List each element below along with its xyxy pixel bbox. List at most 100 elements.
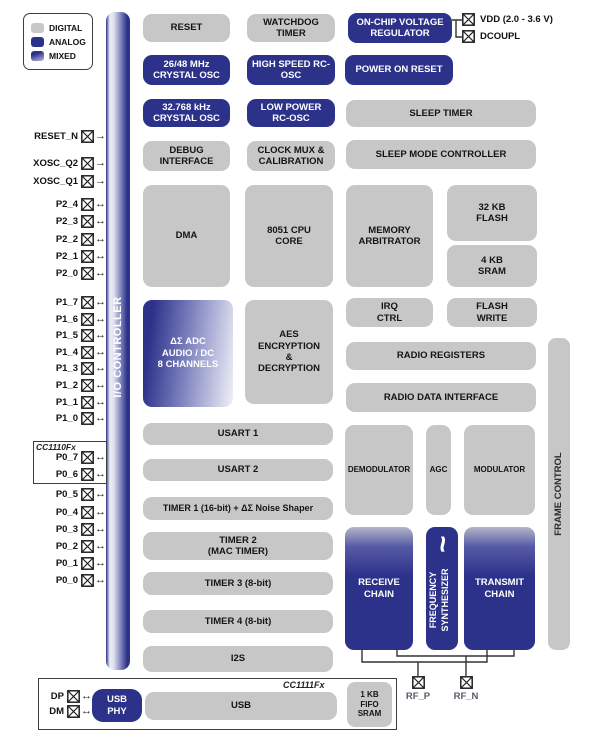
bidirectional-arrow-icon: ↔	[81, 705, 92, 717]
right-arrow-icon: →	[95, 175, 106, 187]
cc1110fx-group-box	[33, 441, 107, 484]
pin-P0_2: P0_2↔	[26, 540, 106, 553]
bidirectional-arrow-icon: ↔	[95, 198, 106, 210]
pin-label: P2_2	[55, 234, 78, 245]
frame-control-label: FRAME CONTROL	[553, 452, 564, 536]
pin-box-icon	[81, 267, 94, 280]
block-low-power-rc-osc: LOW POWER RC-OSC	[247, 99, 335, 127]
bidirectional-arrow-icon: ↔	[95, 574, 106, 586]
pin-P2_3: P2_3↔	[26, 215, 106, 228]
block-flash-write: FLASH WRITE	[447, 298, 537, 327]
pin-RF_N: RF_N	[446, 676, 486, 702]
legend: DIGITAL ANALOG MIXED	[23, 13, 93, 70]
pin-label: P2_4	[55, 199, 78, 210]
pin-box-icon	[81, 346, 94, 359]
mixed-swatch-icon	[31, 50, 44, 61]
block-1kb-fifo-sram: 1 KB FIFO SRAM	[347, 682, 392, 727]
block-on-chip-voltage-regulator: ON-CHIP VOLTAGE REGULATOR	[348, 13, 452, 43]
pin-P2_1: P2_1 ↔	[26, 250, 106, 263]
pin-DP: DP ↔	[12, 690, 92, 703]
block-timer3: TIMER 3 (8-bit)	[143, 572, 333, 595]
pin-DCOUPL: DCOUPL	[462, 30, 572, 43]
pin-P1_0: P1_0 ↔	[26, 412, 106, 425]
pin-label: P2_3	[55, 216, 78, 227]
bidirectional-arrow-icon: ↔	[95, 488, 106, 500]
block-usb-phy: USB PHY	[92, 689, 142, 722]
pin-label: P1_6	[55, 314, 78, 325]
right-arrow-icon: →	[95, 157, 106, 169]
pin-P2_0: P2_0 ↔	[26, 267, 106, 280]
pin-P1_3: P1_3↔	[26, 362, 106, 375]
pin-label: P0_7	[55, 452, 78, 463]
pin-box-icon	[81, 574, 94, 587]
pin-P1_7: P1_7↔	[26, 296, 106, 309]
block-reset: RESET	[143, 14, 230, 42]
pin-box-icon	[81, 296, 94, 309]
pin-label: P1_0	[55, 413, 78, 424]
pin-P0_5: P0_5↔	[26, 488, 106, 501]
pin-box-icon	[81, 313, 94, 326]
legend-item-digital: DIGITAL	[31, 22, 92, 33]
block-power-on-reset: POWER ON RESET	[345, 55, 453, 85]
bidirectional-arrow-icon: ↔	[95, 396, 106, 408]
pin-P1_4: P1_4↔	[26, 346, 106, 359]
pin-P1_6: P1_6 ↔	[26, 313, 106, 326]
pin-label: P1_2	[55, 380, 78, 391]
analog-swatch-icon	[31, 36, 44, 47]
block-dma: DMA	[143, 185, 230, 287]
pin-box-icon	[81, 488, 94, 501]
pin-label: RF_N	[453, 691, 479, 702]
pin-label: XOSC_Q2	[33, 158, 78, 169]
pin-box-icon	[81, 468, 94, 481]
block-usart2: USART 2	[143, 459, 333, 481]
pin-label: P0_0	[55, 575, 78, 586]
pin-label: P2_0	[55, 268, 78, 279]
pin-P1_5: P1_5↔	[26, 329, 106, 342]
pin-P0_7: P0_7↔	[26, 451, 106, 464]
pin-box-icon	[81, 329, 94, 342]
bidirectional-arrow-icon: ↔	[95, 250, 106, 262]
block-high-speed-rc-osc: HIGH SPEED RC- OSC	[247, 55, 335, 85]
pin-P1_1: P1_1 ↔	[26, 396, 106, 409]
pin-label: P0_3	[55, 524, 78, 535]
pin-label: P1_7	[55, 297, 78, 308]
pin-label: P1_1	[55, 397, 78, 408]
block-sleep-mode-controller: SLEEP MODE CONTROLLER	[346, 140, 536, 169]
pin-box-icon	[67, 705, 80, 718]
block-4kb-sram: 4 KB SRAM	[447, 245, 537, 287]
pin-label: DM	[49, 706, 64, 717]
pin-box-icon	[462, 13, 475, 26]
pin-box-icon	[81, 157, 94, 170]
bidirectional-arrow-icon: ↔	[95, 557, 106, 569]
io-controller-label: I/O CONTROLLER	[112, 296, 124, 398]
pin-XOSC_Q1: XOSC_Q1→	[26, 175, 106, 188]
pin-XOSC_Q2: XOSC_Q2 →	[26, 157, 106, 170]
bidirectional-arrow-icon: ↔	[95, 267, 106, 279]
pin-label: P0_1	[55, 558, 78, 569]
bidirectional-arrow-icon: ↔	[81, 690, 92, 702]
pin-box-icon	[81, 557, 94, 570]
frequency-synthesizer-label: FREQUENCY SYNTHESIZER	[428, 568, 450, 632]
block-frequency-synthesizer	[426, 527, 458, 650]
legend-label: ANALOG	[49, 36, 86, 47]
pin-box-icon	[81, 130, 94, 143]
pin-box-icon	[81, 233, 94, 246]
block-26-48mhz-crystal-osc: 26/48 MHz CRYSTAL OSC	[143, 55, 230, 85]
block-32kb-flash: 32 KB FLASH	[447, 185, 537, 241]
bidirectional-arrow-icon: ↔	[95, 412, 106, 424]
pin-RESET_N: RESET_N→	[26, 130, 106, 143]
legend-item-mixed: MIXED	[31, 50, 92, 61]
block-watchdog-timer: WATCHDOG TIMER	[247, 14, 335, 42]
pin-box-icon	[81, 215, 94, 228]
pin-P2_2: P2_2↔	[26, 233, 106, 246]
pin-label: DP	[50, 691, 64, 702]
block-timer2: TIMER 2 (MAC TIMER)	[143, 532, 333, 560]
bidirectional-arrow-icon: ↔	[95, 362, 106, 374]
block-aes: AES ENCRYPTION & DECRYPTION	[245, 300, 333, 404]
pin-P0_1: P0_1 ↔	[26, 557, 106, 570]
pin-P2_4: P2_4 ↔	[26, 198, 106, 211]
pin-label: P2_1	[55, 251, 78, 262]
pin-box-icon	[81, 175, 94, 188]
bidirectional-arrow-icon: ↔	[95, 313, 106, 325]
right-arrow-icon: →	[95, 130, 106, 142]
